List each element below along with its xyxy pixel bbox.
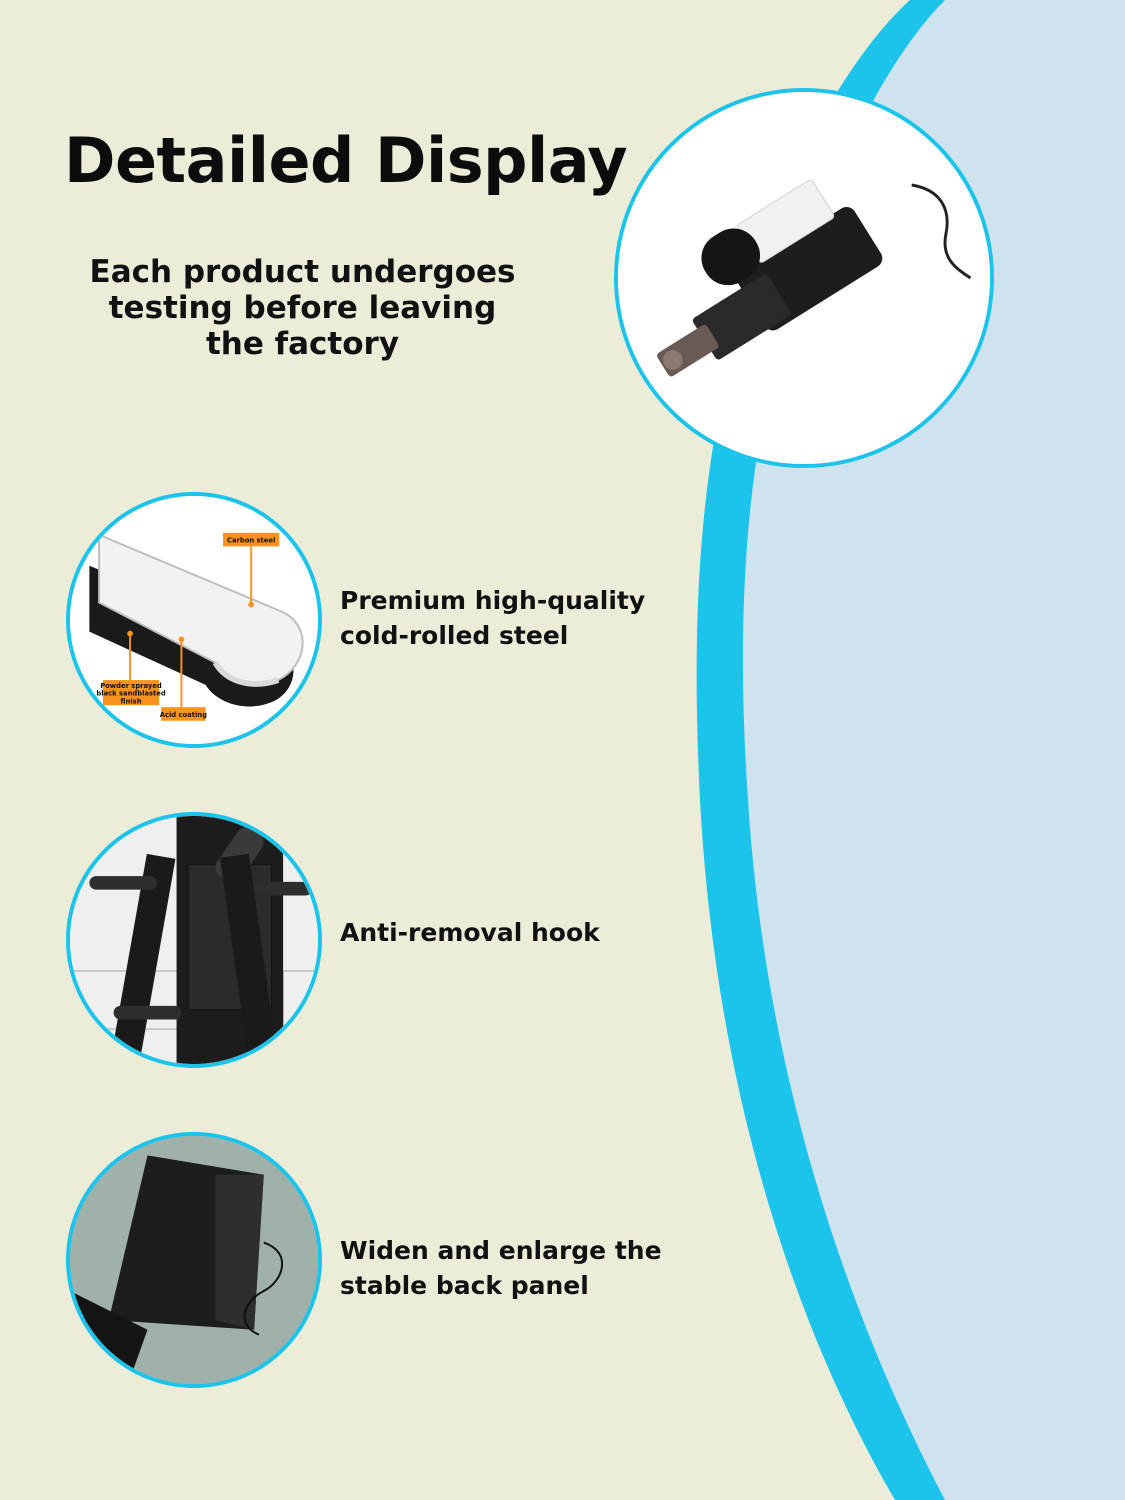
callout-powder-line2: black sandblasted [96, 690, 165, 698]
page-subtitle: Each product undergoes testing before le… [89, 254, 516, 362]
callout-powder-line3: finish [121, 697, 142, 705]
actuator-image [614, 88, 994, 468]
page-title: Detailed Display [64, 124, 628, 197]
feature-text-steel: Premium high-quality cold-rolled steel [340, 586, 646, 650]
wall-bracket-hook-icon [70, 816, 318, 1064]
callout-carbon-steel: Carbon steel [227, 537, 275, 545]
feature-text-hook: Anti-removal hook [340, 918, 600, 947]
back-panel-icon [70, 1136, 318, 1384]
hook-image [66, 812, 322, 1068]
callout-acid-coating: Acid coating [160, 711, 207, 719]
feature-text-back-panel: Widen and enlarge the stable back panel [340, 1236, 662, 1300]
steel-profile-image: Carbon steel Powder sprayed black sandbl… [66, 492, 322, 748]
steel-profile-icon: Carbon steel Powder sprayed black sandbl… [70, 496, 318, 744]
callout-powder-line1: Powder sprayed [100, 682, 162, 690]
back-panel-image [66, 1132, 322, 1388]
linear-actuator-icon [618, 92, 990, 464]
